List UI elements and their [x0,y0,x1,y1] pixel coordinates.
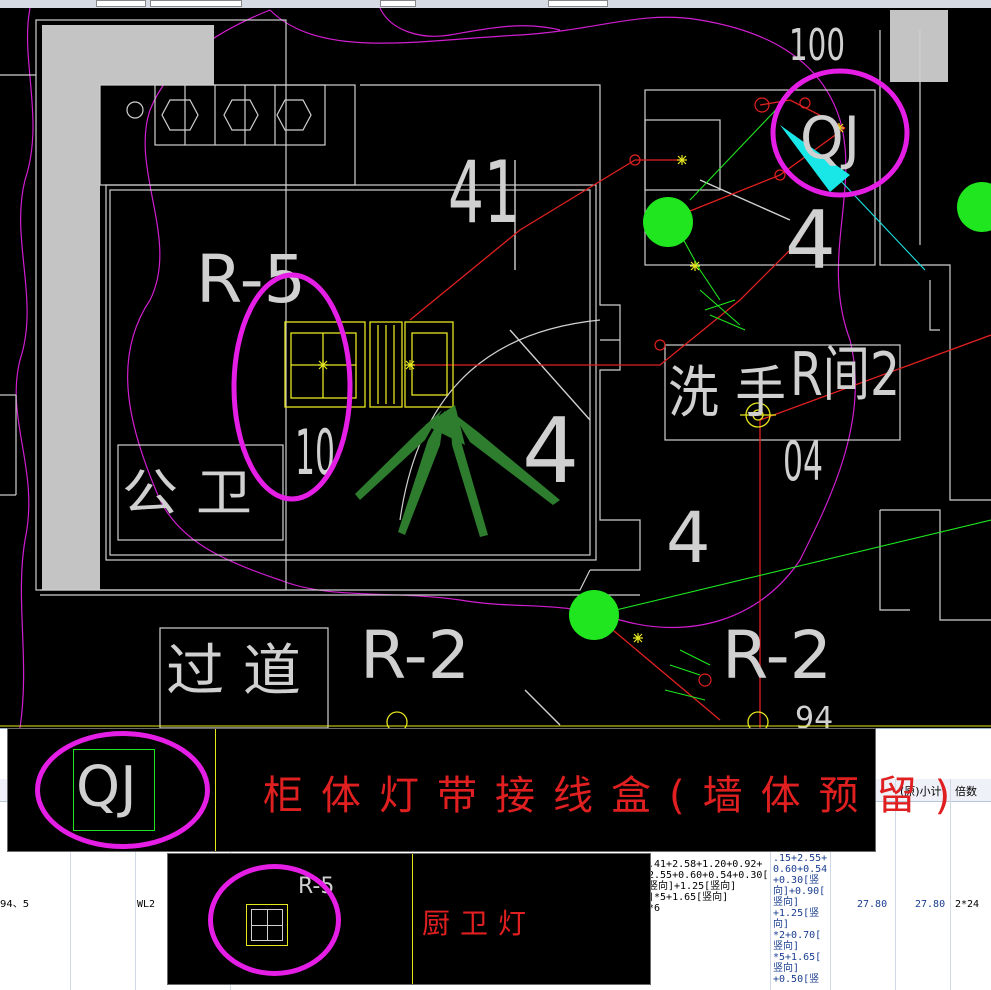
cell-circuit: WL2 [137,899,156,910]
col-divider [950,779,951,990]
header-multiplier: 倍数 [955,785,977,798]
legend-r5-title: 厨卫灯 [422,907,537,940]
col-divider [830,779,831,990]
dim-label-10: 10 [295,416,335,489]
dim-label-4: 4 [785,194,836,287]
yellow-star-markers [318,123,844,643]
toolbar-field[interactable] [150,0,242,7]
dim-label-41: 41 [448,143,520,243]
legend-divider [215,729,216,851]
toolbar-field[interactable] [548,0,608,7]
yellow-fixtures[interactable] [284,321,776,733]
room-label-gongwei: 公 卫 [122,464,252,522]
highlight-ellipse [208,864,341,976]
symbol-qj-small: QJ [800,104,860,172]
toolbar-strip [0,0,991,8]
dim-label-4: 4 [522,399,579,504]
col-divider [895,779,896,990]
annotation-arrows [355,405,560,537]
dim-label-4: 4 [666,497,711,579]
room-label-guodao: 过 道 [166,639,301,704]
col-divider [135,779,136,990]
highlight-ellipses [231,68,910,502]
room-label-xishou: 洗 手 [668,361,786,426]
legend-divider [412,854,413,984]
drawing-strokes [509,160,791,726]
magenta-contour-lines [15,7,856,729]
legend-qj-title: 柜体灯带接线盒(墙体预留) [263,773,969,819]
dim-label-04: 04 [783,430,823,493]
toolbar-field[interactable] [380,0,416,7]
cell-value-original: 27.80 [857,899,888,910]
cell-value-subtotal: 27.80 [915,899,946,910]
room-label-r2: R-2 [360,617,470,694]
dim-label-100: 100 [789,20,845,71]
room-label-jian2: R间2 [790,340,900,410]
light-fixtures-green[interactable] [569,182,991,640]
cell-name: 94、5 [0,899,30,910]
legend-r5-panel: R-5 厨卫灯 [167,853,651,985]
header-subtotal: (原)小计 [900,785,942,798]
highlight-ellipse [35,731,210,849]
wiring-green [594,94,991,701]
cyan-pointer-marker [780,125,850,192]
cell-formula-a: .41+2.58+1.20+0.92+ 2.55+0.60+0.54+0.30[… [648,859,769,914]
wall-outlines [0,19,991,729]
col-divider [770,779,771,990]
toolbar-field[interactable] [96,0,146,7]
wiring-red [409,99,991,728]
col-divider [70,779,71,990]
room-label-r2: R-2 [722,617,832,694]
cell-multiplier: 2*24 [955,899,980,910]
cell-formula-b: .15+2.55+ 0.60+0.54 +0.30[竖 向]+0.90[ 竖向]… [773,853,828,985]
legend-qj-panel: QJ 柜体灯带接线盒(墙体预留) [7,728,950,852]
fixture-circles [126,99,601,521]
wall-fills [42,10,948,590]
